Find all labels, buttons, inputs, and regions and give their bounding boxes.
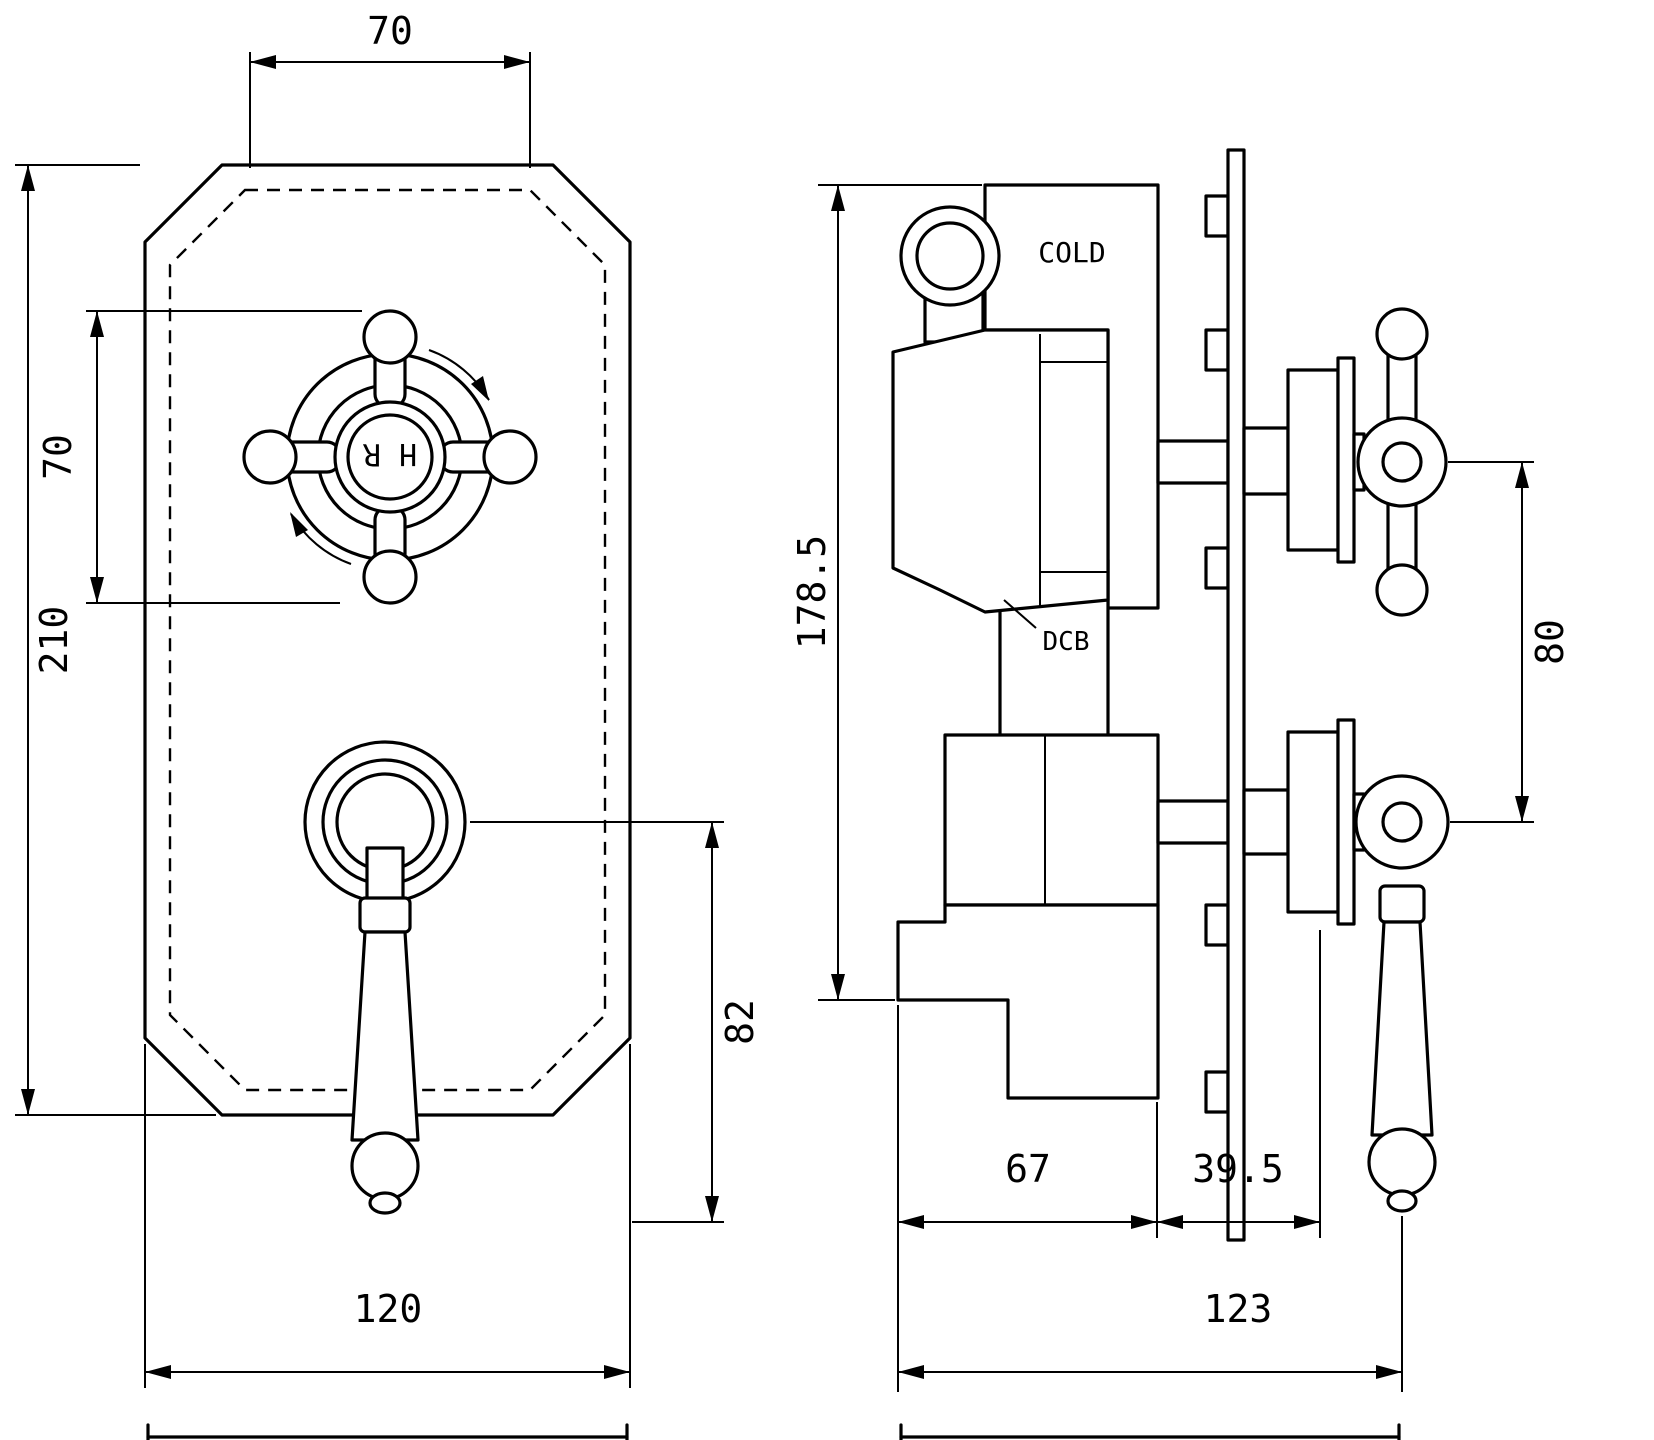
- upper-handle-side: [1242, 307, 1448, 617]
- lever-hub-inner: [1381, 801, 1423, 843]
- dim-label: 82: [718, 999, 762, 1045]
- lever-grip: [350, 930, 420, 1142]
- arrowhead: [21, 165, 35, 191]
- cropped-dimension-line: [899, 1423, 1401, 1440]
- arrowhead: [705, 822, 719, 848]
- handle-flange: [1336, 356, 1356, 564]
- crosshead-spoke-top: [362, 309, 418, 409]
- arrowhead: [21, 1089, 35, 1115]
- upper-spindle: [1156, 439, 1230, 485]
- arrowhead: [604, 1365, 630, 1379]
- dim-lever-drop: 82: [470, 821, 762, 1223]
- lever-grip: [1370, 920, 1434, 1137]
- lever-tip: [368, 1191, 402, 1215]
- hub-marking-text: H R: [362, 436, 417, 471]
- front-view: H R 70 70: [15, 9, 762, 1440]
- arrowhead: [1294, 1215, 1320, 1229]
- dim-label: 120: [354, 1287, 423, 1331]
- dim-label: 70: [36, 434, 80, 480]
- arrowhead: [1157, 1215, 1183, 1229]
- plate-tab: [1204, 1070, 1230, 1114]
- dim-label: 39.5: [1192, 1147, 1284, 1191]
- dim-label: 178.5: [790, 535, 834, 649]
- dim-plate-height: 210: [15, 164, 216, 1116]
- arrowhead: [1515, 796, 1529, 822]
- arrowhead: [1376, 1365, 1402, 1379]
- cropped-dimension-line: [146, 1423, 629, 1440]
- crosshead-handle: H R: [242, 309, 538, 605]
- valve-body: COLD DCB: [891, 183, 1160, 1100]
- handle-stem: [1242, 426, 1290, 496]
- arrowhead: [831, 974, 845, 1000]
- dim-handle-span: 70: [36, 310, 362, 604]
- lever-handle: [303, 740, 467, 1215]
- lever-ball-end: [1367, 1127, 1437, 1197]
- dim-plate-width: 120: [144, 1044, 631, 1388]
- dim-label: 210: [32, 606, 76, 675]
- cross-knob-down: [1375, 563, 1429, 617]
- dim-handle-centres: 80: [1448, 461, 1572, 823]
- trim-plate-edge: [1204, 148, 1246, 1242]
- dim-overall-height: 178.5: [790, 184, 982, 1001]
- handle-flange: [1336, 718, 1356, 926]
- inlet-port-inner: [915, 221, 985, 291]
- thermostat-cone: [891, 328, 1110, 614]
- arrowhead: [898, 1365, 924, 1379]
- arrowhead: [504, 55, 530, 69]
- handle-body: [1286, 368, 1340, 552]
- plate-outline: [143, 163, 632, 1117]
- body-lower-block: [943, 733, 1160, 907]
- lever-ball-end: [350, 1131, 420, 1201]
- dim-label: 67: [1005, 1147, 1051, 1191]
- arrowhead: [831, 185, 845, 211]
- lever-tip: [1386, 1189, 1418, 1213]
- arrowhead: [1131, 1215, 1157, 1229]
- plate-tab: [1204, 194, 1230, 238]
- dim-label: 70: [367, 9, 413, 53]
- lower-spindle: [1156, 799, 1230, 845]
- lever-collar: [1378, 884, 1426, 924]
- plate-bar: [1226, 148, 1246, 1242]
- arrowhead: [90, 311, 104, 337]
- plate-tab: [1204, 328, 1230, 372]
- dcb-leader-line: [1003, 599, 1037, 629]
- crosshead-hub-inner: [346, 413, 434, 501]
- handle-body: [1286, 730, 1340, 914]
- rotation-arrowhead: [290, 512, 308, 537]
- lower-handle-side: [1242, 718, 1450, 1213]
- side-view: COLD DCB: [790, 148, 1572, 1440]
- cross-hub-inner: [1381, 441, 1423, 483]
- arrowhead: [1515, 462, 1529, 488]
- dim-label: 80: [1528, 619, 1572, 665]
- plate-tab: [1204, 546, 1230, 590]
- plate-inner-dashed-outline: [168, 188, 607, 1092]
- rotation-arrowhead: [471, 376, 489, 401]
- dim-body-depth: 67: [897, 1005, 1158, 1392]
- dim-label: 123: [1204, 1287, 1273, 1331]
- lever-collar: [358, 896, 412, 934]
- body-bottom-step: [896, 903, 1160, 1100]
- cold-label: COLD: [1038, 236, 1105, 269]
- arrowhead: [898, 1215, 924, 1229]
- dim-overall-depth: 123: [898, 1216, 1403, 1392]
- dim-projection: 39.5: [1157, 930, 1321, 1238]
- dcb-label: DCB: [1043, 627, 1090, 657]
- handle-stem: [1242, 788, 1290, 856]
- arrowhead: [90, 577, 104, 603]
- crosshead-spoke-left: [242, 429, 342, 485]
- arrowhead: [705, 1196, 719, 1222]
- cross-knob-up: [1375, 307, 1429, 361]
- arrowhead: [250, 55, 276, 69]
- dim-top-width: 70: [249, 9, 531, 168]
- arrowhead: [145, 1365, 171, 1379]
- plate-tab: [1204, 903, 1230, 947]
